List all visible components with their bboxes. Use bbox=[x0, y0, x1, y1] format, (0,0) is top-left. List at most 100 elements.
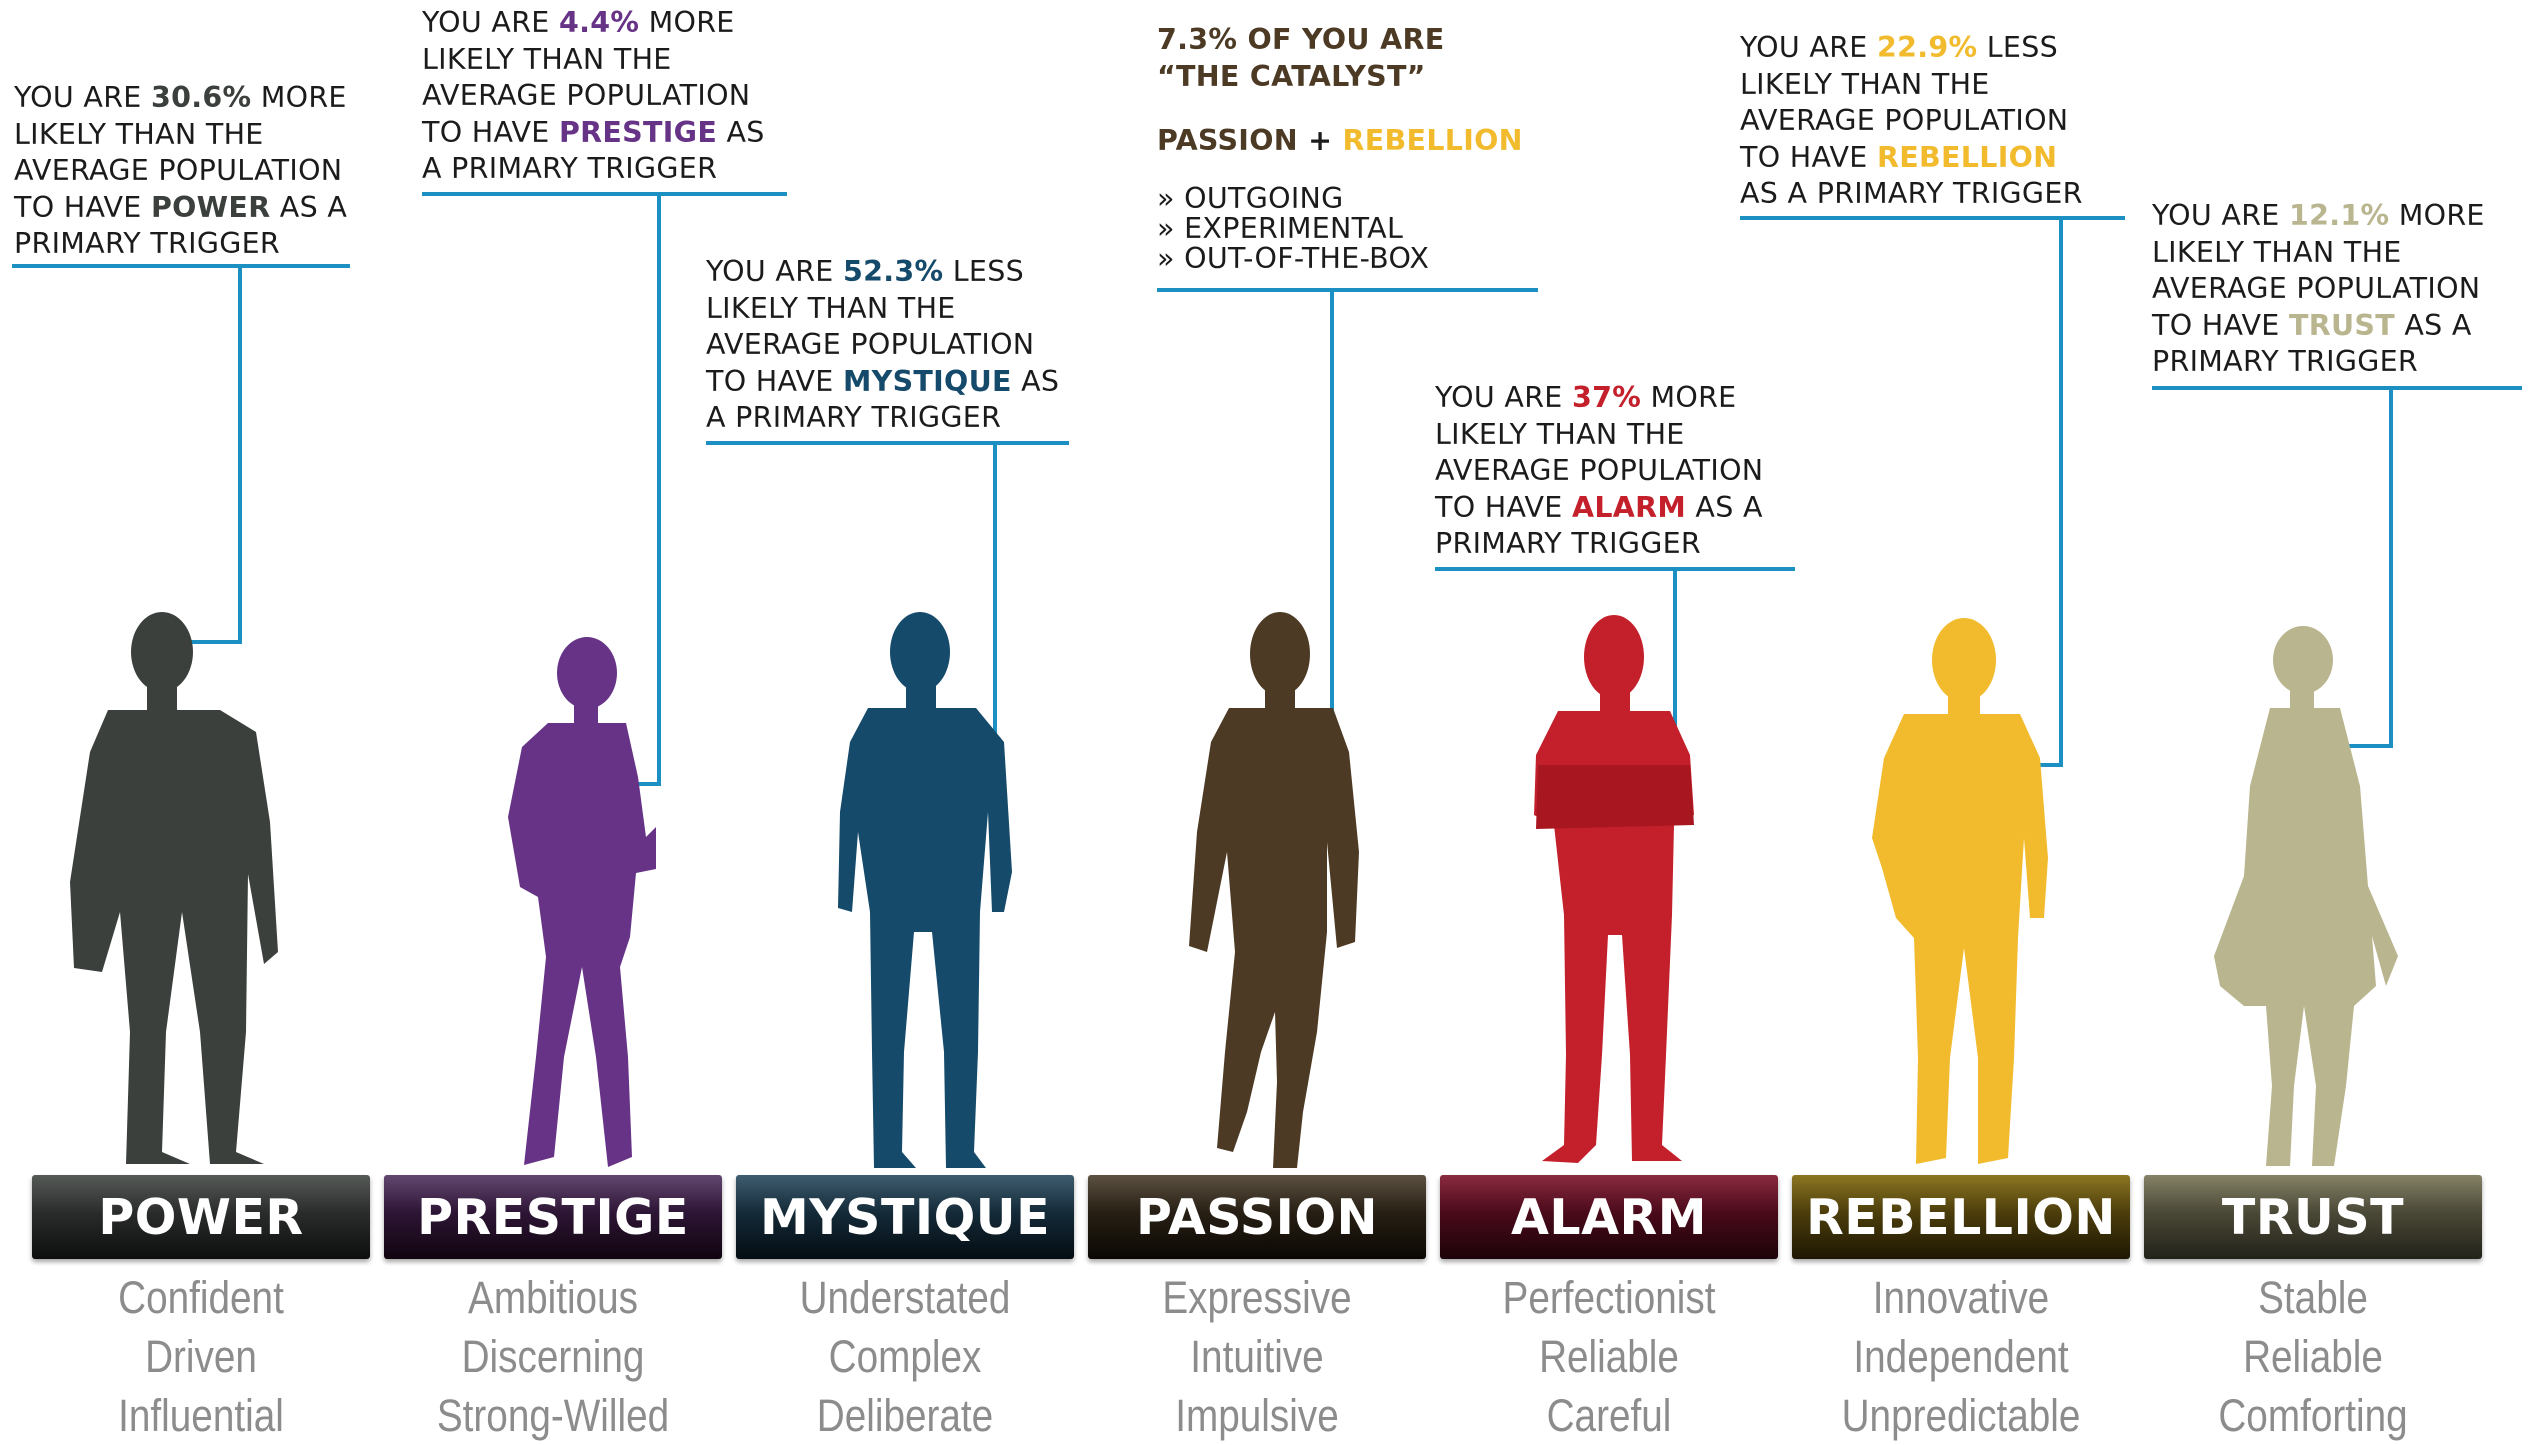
callout-text: likely than the bbox=[422, 42, 672, 76]
callout-text: likely than the bbox=[1435, 417, 1685, 451]
callout-text: average population bbox=[422, 79, 751, 112]
archetype-plate-prestige: PRESTIGE bbox=[384, 1175, 722, 1259]
power-keyword: Power bbox=[150, 190, 271, 224]
prestige-callout: You are 4.4% more likely than the averag… bbox=[422, 5, 765, 188]
callout-text: as a bbox=[2394, 308, 2472, 342]
power-silhouette-icon bbox=[70, 612, 278, 1164]
callout-text: average population bbox=[14, 154, 343, 187]
trust-callout: You are 12.1% more likely than the avera… bbox=[2152, 198, 2485, 381]
alarm-silhouette-icon bbox=[1534, 615, 1694, 1163]
archetype-plate-power: POWER bbox=[32, 1175, 370, 1259]
callout-text: more bbox=[251, 81, 347, 114]
archetype-plate-rebellion: REBELLION bbox=[1792, 1175, 2130, 1259]
power-callout: You are 30.6% more likely than the avera… bbox=[14, 80, 347, 263]
callout-text: primary trigger bbox=[2152, 345, 2419, 378]
callout-text: You are bbox=[706, 255, 843, 288]
catalyst-combo-passion: Passion bbox=[1157, 124, 1298, 157]
mystique-silhouette-icon bbox=[838, 612, 1012, 1168]
mystique-keyword: Mystique bbox=[842, 364, 1012, 398]
traits-rebellion: Innovative Independent Unpredictable bbox=[1819, 1268, 2103, 1445]
callout-text: to have bbox=[1740, 140, 1877, 174]
callout-text: likely than the bbox=[2152, 235, 2402, 269]
callout-text: primary trigger bbox=[14, 227, 281, 260]
prestige-percent: 4.4% bbox=[558, 6, 640, 39]
prestige-keyword: Prestige bbox=[558, 115, 718, 149]
traits-mystique: Understated Complex Deliberate bbox=[763, 1268, 1047, 1445]
callout-text: average population bbox=[1435, 454, 1764, 487]
callout-text: to have bbox=[422, 115, 559, 149]
trait: Understated bbox=[799, 1272, 1011, 1323]
catalyst-plus: + bbox=[1297, 124, 1343, 157]
callout-text: likely than the bbox=[14, 117, 264, 151]
trait: Discerning bbox=[461, 1331, 645, 1382]
callout-text: as a primary trigger bbox=[1740, 177, 2083, 210]
trait: Independent bbox=[1853, 1331, 2069, 1382]
catalyst-combo-rebellion: Rebellion bbox=[1342, 124, 1523, 157]
trust-keyword: Trust bbox=[2288, 308, 2395, 342]
trait: Perfectionist bbox=[1502, 1272, 1716, 1323]
callout-text: as bbox=[717, 115, 765, 149]
trait: Expressive bbox=[1162, 1272, 1352, 1323]
callout-text: average population bbox=[706, 328, 1035, 361]
catalyst-bullet: » Experimental bbox=[1157, 211, 1404, 245]
alarm-callout: You are 37% more likely than the average… bbox=[1435, 380, 1763, 563]
callout-text: to have bbox=[1435, 490, 1572, 524]
trait: Ambitious bbox=[468, 1272, 638, 1323]
callout-text: You are bbox=[422, 6, 559, 39]
catalyst-title: “The Catalyst” bbox=[1157, 59, 1426, 93]
catalyst-bullet: » Outgoing bbox=[1157, 181, 1344, 215]
trait: Reliable bbox=[2243, 1331, 2383, 1382]
callout-text: as a bbox=[270, 190, 348, 224]
catalyst-callout: 7.3% of you are “The Catalyst” Passion +… bbox=[1157, 22, 1523, 274]
callout-text: You are bbox=[2152, 199, 2289, 232]
trait: Intuitive bbox=[1190, 1331, 1324, 1382]
passion-silhouette-icon bbox=[1189, 612, 1359, 1168]
trait: Confident bbox=[118, 1272, 284, 1323]
catalyst-bullet: » Out-of-the-box bbox=[1157, 241, 1430, 275]
alarm-keyword: Alarm bbox=[1571, 490, 1687, 524]
callout-text: likely than the bbox=[1740, 67, 1990, 101]
traits-power: Confident Driven Influential bbox=[59, 1268, 343, 1445]
trait: Complex bbox=[828, 1331, 982, 1382]
trust-percent: 12.1% bbox=[2288, 199, 2390, 232]
traits-alarm: Perfectionist Reliable Careful bbox=[1467, 1268, 1751, 1445]
mystique-callout: You are 52.3% less likely than the avera… bbox=[706, 254, 1059, 437]
trait: Stable bbox=[2258, 1272, 2368, 1323]
callout-text: likely than the bbox=[706, 291, 956, 325]
callout-text: average population bbox=[1740, 104, 2069, 137]
trait: Deliberate bbox=[816, 1390, 994, 1441]
callout-text: more bbox=[2389, 199, 2485, 232]
callout-text: more bbox=[639, 6, 735, 39]
callout-text: a primary trigger bbox=[706, 401, 1002, 434]
archetype-plate-alarm: ALARM bbox=[1440, 1175, 1778, 1259]
rebellion-percent: 22.9% bbox=[1876, 31, 1978, 64]
callout-text: to have bbox=[14, 190, 151, 224]
trait: Unpredictable bbox=[1841, 1390, 2081, 1441]
trait: Comforting bbox=[2218, 1390, 2408, 1441]
callout-text: primary trigger bbox=[1435, 527, 1702, 560]
trait: Influential bbox=[118, 1390, 284, 1441]
archetype-plate-trust: TRUST bbox=[2144, 1175, 2482, 1259]
rebellion-callout: You are 22.9% less likely than the avera… bbox=[1740, 30, 2083, 213]
trait: Impulsive bbox=[1175, 1390, 1339, 1441]
mystique-percent: 52.3% bbox=[842, 255, 944, 288]
callout-text: You are bbox=[14, 81, 151, 114]
trust-silhouette-icon bbox=[2214, 626, 2398, 1166]
callout-text: less bbox=[943, 255, 1024, 288]
trait: Innovative bbox=[1872, 1272, 2050, 1323]
archetype-plate-passion: PASSION bbox=[1088, 1175, 1426, 1259]
trait: Reliable bbox=[1539, 1331, 1679, 1382]
callout-text: to have bbox=[2152, 308, 2289, 342]
prestige-silhouette-icon bbox=[508, 637, 656, 1167]
callout-text: as bbox=[1011, 364, 1060, 398]
rebellion-keyword: Rebellion bbox=[1876, 140, 2058, 174]
callout-text: You are bbox=[1740, 31, 1877, 64]
trait: Strong-Willed bbox=[436, 1390, 670, 1441]
trait: Driven bbox=[145, 1331, 257, 1382]
power-percent: 30.6% bbox=[150, 81, 252, 114]
trait: Careful bbox=[1546, 1390, 1672, 1441]
callout-text: more bbox=[1641, 381, 1737, 414]
callout-text: less bbox=[1977, 31, 2058, 64]
callout-text: as a bbox=[1686, 490, 1763, 524]
